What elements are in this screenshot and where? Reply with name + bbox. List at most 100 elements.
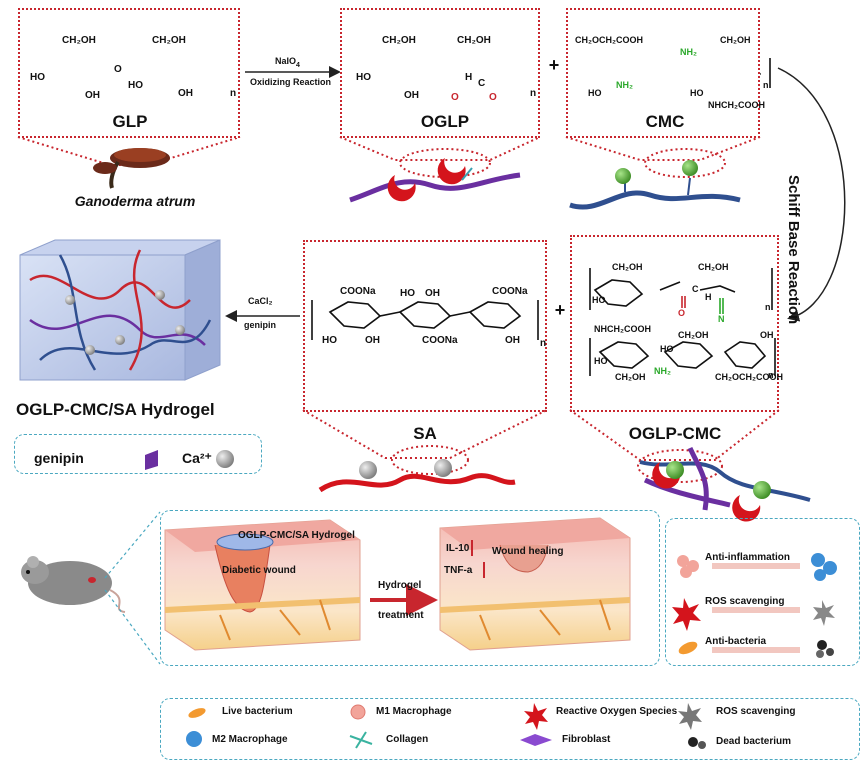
legend-m1-macrophage: M1 Macrophage	[376, 706, 452, 717]
glp-oh-b: OH	[178, 88, 193, 99]
plus-middle: +	[554, 300, 566, 320]
diabetic-wound-label: Diabetic wound	[222, 565, 296, 576]
sa-label: SA	[413, 424, 437, 443]
plus-top: +	[548, 55, 560, 75]
wound-healing-label: Wound healing	[492, 546, 564, 557]
sa-coona-a: COONa	[340, 286, 376, 297]
legend-live-bacterium: Live bacterium	[222, 706, 293, 717]
oglp-n: n	[530, 88, 537, 99]
glp-o-bridge: O	[114, 64, 122, 75]
oglpcmc-box	[570, 235, 779, 412]
oglpcmc-ho-c: HO	[594, 356, 608, 366]
glp-ch2oh-b: CH₂OH	[152, 35, 186, 46]
glp-n: n	[230, 88, 237, 99]
oglp-ch2oh-a: CH₂OH	[382, 35, 416, 46]
legend-m2-macrophage: M2 Macrophage	[212, 734, 288, 745]
genipin-legend-label: genipin	[34, 450, 84, 466]
cmc-ch2oh: CH₂OH	[720, 35, 751, 45]
mushroom-image	[93, 148, 170, 189]
hydrogel-title: OGLP-CMC/SA Hydrogel	[16, 400, 215, 419]
oglpcmc-ch2oh-d: CH₂OH	[615, 372, 646, 382]
cacl2-label: CaCl₂	[248, 296, 273, 306]
sa-funnel	[302, 409, 548, 475]
glp-ho-b: HO	[128, 80, 143, 91]
cmc-label: CMC	[645, 112, 685, 131]
hydrogel-on-skin-label: OGLP-CMC/SA Hydrogel	[238, 530, 355, 541]
legend-panel	[160, 698, 860, 760]
ca-legend-label: Ca²⁺	[182, 450, 212, 466]
oglpcmc-ch2och: CH₂OCH₂COOH	[715, 372, 783, 382]
oglpcmc-nh2: NH₂	[654, 366, 671, 376]
mouse-image	[21, 556, 126, 613]
oglp-funnel	[339, 136, 541, 178]
legend-genipin-ca-box	[14, 434, 262, 474]
cmc-n: n	[763, 80, 769, 90]
tnfa-label: TNF-a	[444, 565, 473, 576]
legend-icons	[186, 703, 706, 749]
legend-ros-scavenging: ROS scavenging	[716, 706, 796, 717]
oglpcmc-ch2oh-a: CH₂OH	[612, 262, 643, 272]
oglpcmc-ch2oh-b: CH₂OH	[698, 262, 729, 272]
cmc-ho-a: HO	[588, 88, 602, 98]
schiff-base-label: Schiff Base Reaction	[785, 175, 802, 325]
sa-ho-a: HO	[322, 335, 337, 346]
wound-panel	[160, 510, 660, 666]
oglpcmc-ch2oh-c: CH₂OH	[678, 330, 709, 340]
sa-ho-b: HO	[400, 288, 415, 299]
oglpcmc-label: OGLP-CMC	[628, 424, 722, 443]
oglpcmc-funnel	[569, 409, 780, 483]
sa-coona-c: COONa	[422, 335, 458, 346]
oglp-polymer	[349, 158, 521, 203]
cmc-nhch: NHCH₂COOH	[708, 100, 765, 110]
cmc-top-left: CH₂OCH₂COOH	[575, 35, 643, 45]
oglpcmc-ho-b: HO	[660, 344, 674, 354]
glp-label: GLP	[112, 112, 148, 131]
hydrogel-treatment-label-1: Hydrogel	[378, 580, 422, 591]
oglp-h: H	[465, 72, 473, 83]
anti-bacteria-label: Anti-bacteria	[705, 636, 767, 647]
oglp-ch2oh-b: CH₂OH	[457, 35, 491, 46]
genipin-legend-icon	[145, 450, 158, 470]
glp-oh-a: OH	[85, 90, 100, 101]
sa-n: n	[540, 338, 547, 349]
ganoderma-label: Ganoderma atrum	[74, 193, 196, 209]
glp-ch2oh-a: CH₂OH	[62, 35, 96, 46]
oglp-c: C	[478, 78, 486, 89]
oglpcmc-ho: HO	[592, 295, 606, 305]
naio4-label: NaIO4	[275, 56, 300, 69]
ros-scavenging-effect-label: ROS scavenging	[705, 596, 785, 607]
cmc-box	[566, 8, 760, 138]
hydrogel-treatment-label-2: treatment	[378, 610, 424, 621]
sa-oh-c: OH	[505, 335, 520, 346]
oglp-ho: HO	[356, 72, 371, 83]
skin-after	[439, 517, 631, 651]
skin-before	[164, 519, 361, 651]
cmc-ho-b: HO	[690, 88, 704, 98]
oglp-o2: O	[489, 92, 497, 103]
sa-polymer	[318, 459, 516, 493]
sa-oh-b: OH	[425, 288, 440, 299]
cmc-nh2-a: NH₂	[680, 47, 697, 57]
ca-legend-icon	[216, 450, 234, 468]
cmc-funnel	[565, 136, 761, 178]
oglpcmc-nhch: NHCH₂COOH	[594, 324, 651, 334]
oglpcmc-oh: OH	[760, 330, 774, 340]
oxidizing-label: Oxidizing Reaction	[250, 77, 332, 87]
effect-icons	[672, 553, 837, 658]
cmc-polymer	[569, 160, 741, 210]
oglpcmc-c: C	[692, 284, 699, 294]
anti-inflammation-label: Anti-inflammation	[705, 552, 790, 563]
oglp-box	[340, 8, 540, 138]
oglpcmc-h: H	[705, 292, 712, 302]
schiff-arrow	[777, 67, 846, 322]
genipin-reagent-label: genipin	[244, 320, 276, 330]
legend-fibroblast: Fibroblast	[562, 734, 611, 745]
sa-box	[303, 240, 547, 412]
glp-box	[18, 8, 240, 138]
effects-panel	[665, 518, 860, 666]
oglpcmc-o: O	[678, 308, 686, 318]
oglp-oh: OH	[404, 90, 419, 101]
il10-label: IL-10	[446, 543, 470, 554]
